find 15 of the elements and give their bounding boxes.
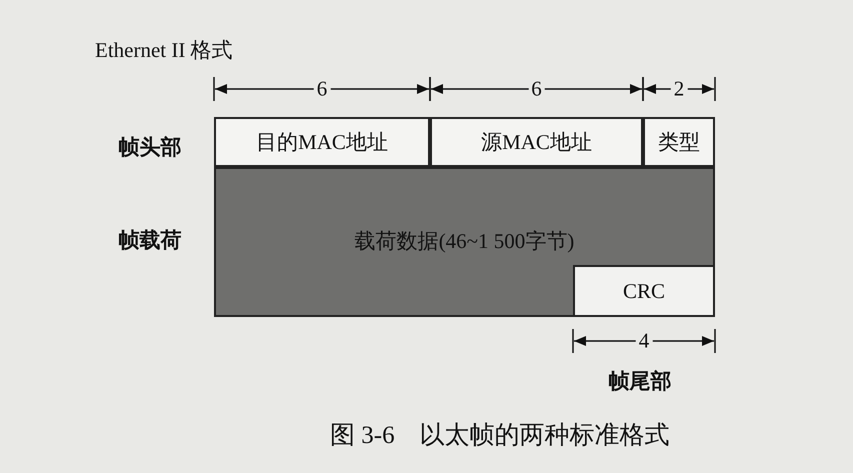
field-label: 目的MAC地址 <box>256 129 388 156</box>
section-label: 帧载荷 <box>118 227 182 254</box>
field-box <box>430 117 643 167</box>
field-box <box>214 117 430 167</box>
section-label: 帧头部 <box>118 134 182 161</box>
field-label: CRC <box>622 278 666 304</box>
section-label: 帧尾部 <box>608 368 672 395</box>
payload-label: 载荷数据(46~1 500字节) <box>354 228 576 255</box>
diagram-title: Ethernet II 格式 <box>95 37 233 64</box>
field-box <box>643 117 715 167</box>
field-label: 类型 <box>658 129 700 156</box>
figure-caption: 图 3-6 以太帧的两种标准格式 <box>330 421 670 451</box>
field-label: 源MAC地址 <box>481 129 592 156</box>
field-box <box>573 265 715 317</box>
payload-box <box>214 167 715 317</box>
